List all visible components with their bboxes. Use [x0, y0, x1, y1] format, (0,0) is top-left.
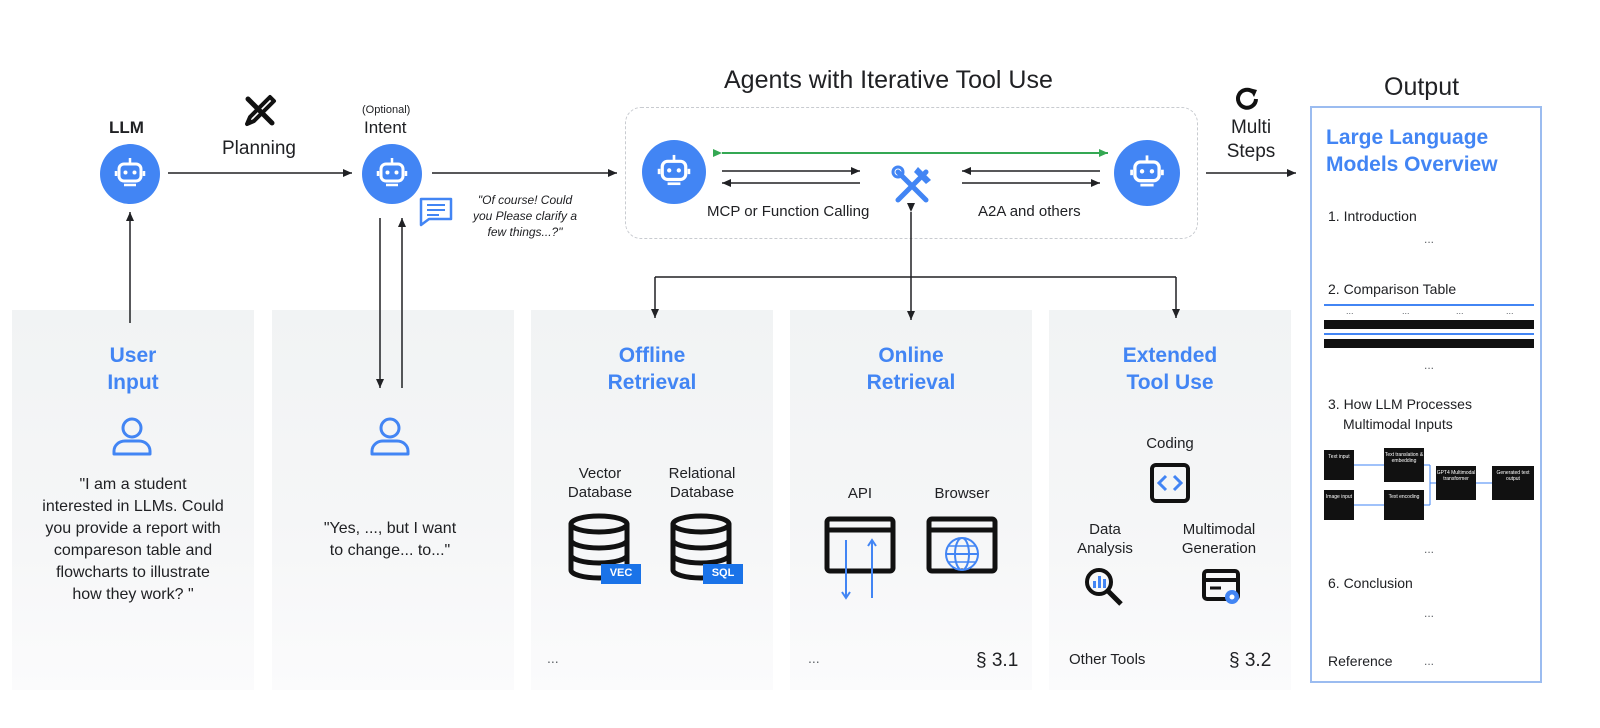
user-reply-quote: "Yes, ..., but I want to change... to...…	[323, 520, 457, 559]
toc-introduction: 1. Introduction	[1328, 208, 1417, 224]
planning-tools-icon	[245, 95, 276, 126]
agent-right-robot-icon	[1114, 140, 1180, 206]
toc-llm-processes: 3. How LLM Processes Multimodal Inputs	[1328, 396, 1472, 432]
api-label: API	[847, 485, 873, 502]
toc-ellipsis: ...	[1424, 606, 1435, 620]
tools-icon	[891, 165, 931, 203]
browser-icon	[926, 516, 998, 574]
refresh-icon	[1236, 87, 1258, 110]
a2a-label: A2A and others	[978, 203, 1081, 220]
section-3-2: § 3.2	[1229, 650, 1272, 671]
other-tools-label: Other Tools	[1069, 651, 1146, 668]
intent-robot-icon	[362, 144, 422, 204]
flow-box-image-input: Image input	[1324, 490, 1354, 520]
chat-bubble-icon	[419, 197, 453, 227]
intent-reply-panel: "Yes, ..., but I want to change... to...…	[272, 310, 514, 690]
flow-box-text-input: Text input	[1324, 450, 1354, 480]
user-icon	[370, 417, 410, 456]
comparison-table-preview: ... ... ... ...	[1324, 304, 1534, 356]
mcp-label: MCP or Function Calling	[707, 203, 870, 220]
vec-badge: VEC	[609, 567, 633, 579]
toc-ellipsis: ...	[1424, 654, 1435, 668]
flow-box-text-encoding: Text encoding	[1384, 490, 1424, 520]
toc-reference: Reference	[1328, 653, 1393, 669]
flow-box-text-translation: Text translation & embedding	[1384, 448, 1424, 482]
coding-icon	[1150, 463, 1190, 503]
flow-box-transformer: GPT4 Multimodal transformer	[1436, 466, 1476, 500]
user-icon	[112, 417, 152, 456]
toc-ellipsis: ...	[1424, 358, 1435, 372]
sql-badge: SQL	[711, 567, 735, 579]
multi-steps-label: Multi Steps	[1226, 117, 1276, 162]
optional-label: (Optional)	[362, 104, 411, 116]
relational-database-icon	[670, 513, 743, 584]
toc-ellipsis: ...	[1424, 232, 1435, 246]
flow-box-generated-output: Generated text output	[1492, 466, 1534, 500]
planning-label: Planning	[222, 138, 296, 159]
multimodal-generation-icon	[1202, 569, 1240, 604]
report-title: Large Language Models Overview	[1326, 126, 1498, 176]
output-document: Large Language Models Overview 1. Introd…	[1310, 106, 1542, 683]
online-ellipsis: ...	[808, 650, 820, 666]
toc-conclusion: 6. Conclusion	[1328, 575, 1413, 591]
mini-flow-arrows	[1354, 464, 1492, 506]
coding-label: Coding	[1146, 435, 1194, 452]
intent-label: Intent	[364, 118, 407, 137]
toc-comparison-table: 2. Comparison Table	[1328, 281, 1457, 297]
clarify-quote: "Of course! Could you Please clarify a f…	[472, 193, 578, 239]
llm-label: LLM	[109, 118, 144, 137]
user-request-quote: "I am a student interested in LLMs. Coul…	[42, 476, 224, 603]
offline-ellipsis: ...	[547, 650, 559, 666]
data-analysis-icon	[1085, 568, 1123, 606]
toc-ellipsis: ...	[1424, 542, 1435, 556]
output-title: Output	[1384, 73, 1460, 101]
api-icon	[824, 516, 896, 600]
browser-label: Browser	[934, 485, 990, 502]
section-3-1: § 3.1	[976, 650, 1019, 671]
llm-robot-icon	[100, 144, 160, 204]
agent-left-robot-icon	[642, 140, 706, 204]
vector-database-icon	[568, 513, 641, 584]
diagram-title: Agents with Iterative Tool Use	[724, 66, 1053, 94]
